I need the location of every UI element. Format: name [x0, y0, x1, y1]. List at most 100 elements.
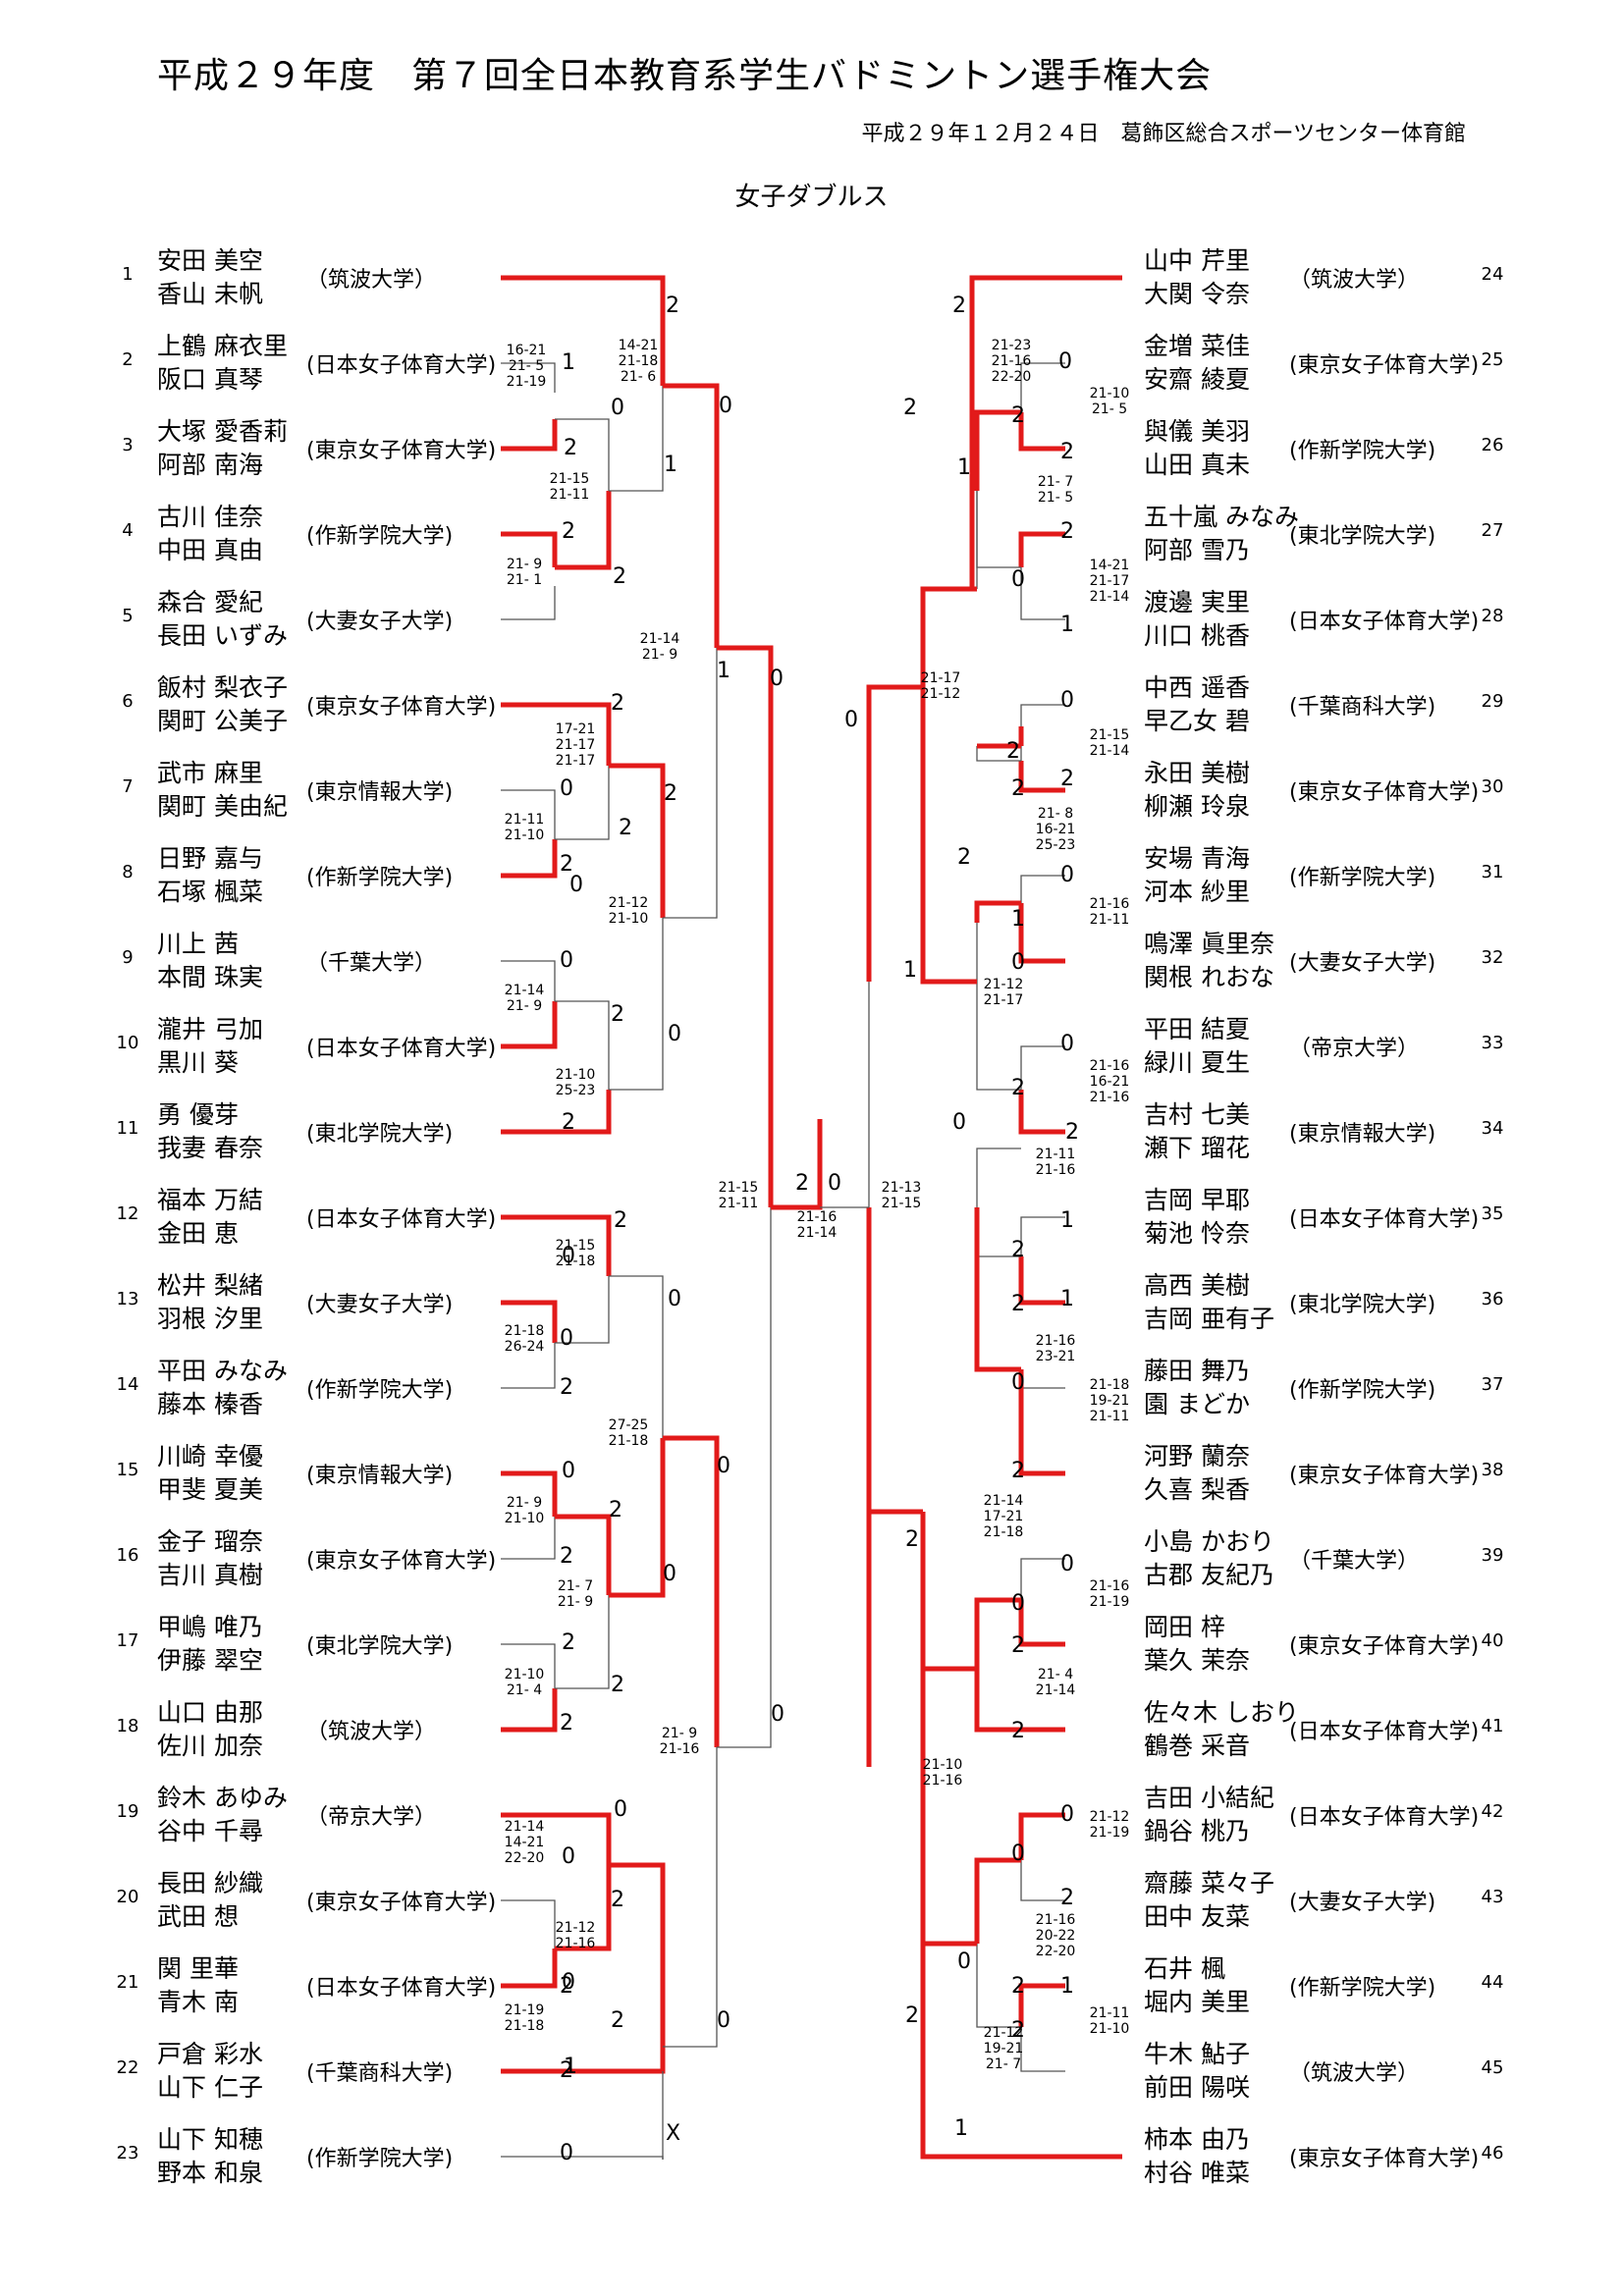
game-count: 2: [1011, 1633, 1025, 1658]
bracket-line: [609, 918, 664, 1091]
school-name: (日本女子体育大学): [306, 1037, 497, 1061]
match-score: 21- 4: [1038, 1667, 1073, 1682]
winner-path: [866, 684, 923, 982]
final-score: 21-15: [882, 1196, 922, 1211]
game-count: 2: [1011, 2018, 1025, 2043]
match-score: 22-20: [992, 369, 1032, 385]
winner-path: [501, 1949, 558, 1989]
entry-number: 24: [1481, 264, 1504, 285]
match-score: 21-18: [556, 1254, 596, 1269]
winner-path: [501, 1090, 612, 1135]
match-score: 21-10: [923, 1757, 963, 1773]
winner-path: [920, 687, 977, 985]
player-name: 関町 公美子: [157, 707, 288, 735]
game-count: 0: [560, 776, 573, 801]
match-score: 21-17: [556, 753, 596, 769]
game-count: 0: [1011, 1842, 1025, 1866]
school-name: (東京女子体育大学): [306, 439, 497, 463]
game-count: 0: [770, 667, 784, 691]
player-name: 福本 万結: [157, 1186, 263, 1214]
player-name: 田中 友菜: [1144, 1902, 1250, 1931]
entry-number: 15: [116, 1460, 139, 1480]
entry-number: 4: [122, 520, 134, 541]
match-score: 17-21: [984, 1509, 1024, 1524]
player-name: 緑川 夏生: [1144, 1048, 1250, 1077]
winner-path: [920, 1512, 977, 1672]
match-score: 21- 7: [558, 1578, 593, 1594]
game-count: 0: [957, 1949, 971, 1974]
bracket-line: [976, 1944, 1021, 2028]
school-name: (日本女子体育大学): [306, 1976, 497, 2001]
player-name: 金子 瑠奈: [157, 1527, 263, 1556]
school-name: (東北学院大学): [1289, 1293, 1436, 1317]
game-count: 0: [562, 1459, 575, 1483]
player-name: 安田 美空: [157, 246, 263, 275]
school-name: (東京情報大学): [306, 780, 454, 805]
player-name: 高西 美樹: [1144, 1271, 1250, 1300]
match-score: 19-21: [1090, 1393, 1130, 1409]
match-score: 21-16: [1090, 1578, 1130, 1594]
match-score: 21-16: [556, 1936, 596, 1951]
game-count: 2: [564, 436, 577, 460]
match-score: 21- 1: [507, 572, 542, 588]
game-count: 2: [1060, 1886, 1074, 1910]
match-score: 17-21: [556, 721, 596, 737]
entry-number: 28: [1481, 606, 1504, 626]
game-count: 2: [562, 519, 575, 544]
player-name: 吉村 七美: [1144, 1100, 1250, 1129]
match-score: 21-10: [505, 828, 545, 843]
match-score: 21-16: [992, 353, 1032, 369]
match-score: 21-16: [1090, 1090, 1130, 1105]
winner-path: [1018, 1369, 1065, 1476]
entry-number: 7: [122, 776, 134, 797]
bracket-line: [501, 2156, 664, 2160]
school-name: (作新学院大学): [1289, 439, 1436, 463]
player-name: 長田 紗織: [157, 1869, 263, 1897]
game-count: 0: [611, 396, 624, 420]
match-score: 21-14: [984, 1493, 1024, 1509]
game-count: 2: [614, 1208, 627, 1233]
match-score: 16-21: [1036, 822, 1076, 837]
player-name: 飯村 梨衣子: [157, 673, 288, 702]
game-count: 0: [560, 948, 573, 973]
player-name: 野本 和泉: [157, 2159, 263, 2187]
match-score: 21-14: [1090, 743, 1130, 759]
bracket-line: [555, 1000, 610, 1132]
game-count: 1: [1060, 1208, 1074, 1233]
match-score: 21-11: [1090, 912, 1130, 928]
winner-path: [501, 275, 666, 386]
winner-path: [717, 645, 774, 1207]
game-count: 2: [1065, 1120, 1079, 1145]
winner-path: [501, 1001, 558, 1049]
school-name: (千葉商科大学): [1289, 695, 1436, 720]
player-name: 安場 青海: [1144, 844, 1250, 873]
player-name: 河本 紗里: [1144, 878, 1250, 906]
game-count: 0: [560, 2141, 573, 2165]
bracket-line: [1020, 1369, 1065, 1389]
school-name: （筑波大学）: [306, 1720, 437, 1744]
player-name: 鳴澤 眞里奈: [1144, 930, 1274, 958]
player-name: 金田 恵: [157, 1219, 239, 1248]
winner-path: [1018, 903, 1065, 964]
player-name: 齋藤 菜々子: [1144, 1869, 1274, 1897]
player-name: 吉岡 早耶: [1144, 1186, 1250, 1214]
school-name: (作新学院大学): [306, 2147, 454, 2171]
entry-number: 35: [1481, 1203, 1504, 1224]
school-name: (作新学院大学): [1289, 1378, 1436, 1403]
match-score: 21- 8: [1038, 806, 1073, 822]
game-count: 2: [609, 1498, 622, 1522]
player-name: 石井 楓: [1144, 1954, 1225, 1983]
entry-number: 22: [116, 2057, 139, 2078]
game-count: 2: [560, 1974, 573, 1999]
winner-path: [1018, 412, 1065, 452]
match-score: 21-12: [984, 2025, 1024, 2041]
match-score: 21-17: [556, 737, 596, 753]
game-count: 2: [560, 1711, 573, 1735]
